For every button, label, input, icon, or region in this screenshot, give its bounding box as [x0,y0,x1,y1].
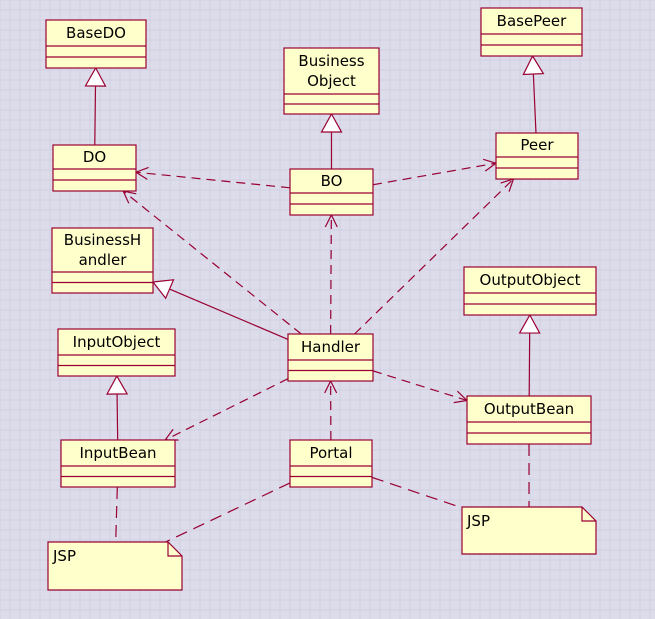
dependency-line-handler-to-do [122,190,302,335]
note-body [461,506,597,555]
class-name-outputobject: OutputObject [480,271,581,289]
dependency-line-handler-to-outputbean [372,370,468,402]
class-name-portal: Portal [309,444,352,462]
class-box-portal [289,439,373,488]
class-box-outputobject [463,266,597,316]
generalization-line-do-to-basedo [94,85,97,146]
generalization-line-handler-to-businesshandler [169,288,289,340]
class-name-inputobject: InputObject [73,333,161,351]
class-name-handler: Handler [301,338,361,356]
class-box-inputobject [57,328,176,377]
class-name-basepeer: BasePeer [497,12,567,30]
class-box-handler [287,333,374,382]
dependency-line-handler-to-inputbean [164,378,289,441]
class-box-basepeer [480,7,583,57]
note-link-inputbean-to-jsp-left [115,486,118,543]
class-basepeer[interactable]: BasePeer [480,7,583,57]
class-name-businessobject-line-2: Object [307,72,356,90]
class-peer[interactable]: Peer [495,132,579,180]
note-fold [167,542,182,557]
class-name-businesshandler-line-2: andler [79,251,128,269]
class-businesshandler[interactable]: BusinessH andler [51,227,154,294]
note-boxes: JSP JSP [47,506,597,591]
note-body [47,541,183,591]
dependency-line-bo-to-peer [372,162,497,186]
note-text-jsp-right: JSP [466,512,490,530]
class-box-peer [495,132,579,180]
generalization-arrowhead-outputobject [518,313,541,334]
class-portal[interactable]: Portal [289,439,373,488]
generalization-arrowhead-inputobject [106,374,129,395]
class-name-basedo: BaseDO [66,24,126,42]
class-inputbean[interactable]: InputBean [60,439,176,488]
note-fold [581,507,596,522]
class-outputobject[interactable]: OutputObject [463,266,597,316]
class-box-bo [289,168,374,216]
class-name-inputbean: InputBean [79,444,156,462]
class-bo[interactable]: BO [289,168,374,216]
note-text-jsp-left: JSP [52,547,76,565]
class-box-basedo [45,19,147,69]
class-handler[interactable]: Handler [287,333,374,382]
class-box-inputbean [60,439,176,488]
class-basedo[interactable]: BaseDO [45,19,147,69]
class-name-businesshandler-line-1: BusinessH [64,231,141,249]
class-inputobject[interactable]: InputObject [57,328,176,377]
class-name-peer: Peer [520,136,554,154]
class-box-businessobject [283,47,380,115]
note-link-portal-to-jsp-right [371,476,463,509]
generalization-line-inputbean-to-inputobject [116,393,119,441]
class-name-do: DO [83,148,106,166]
generalization-line-peer-to-basepeer [532,73,537,134]
class-do[interactable]: DO [52,144,137,192]
dependency-line-handler-to-bo [330,214,332,335]
class-outputbean[interactable]: OutputBean [466,395,592,445]
generalization-arrowhead-basepeer [522,54,545,76]
generalization-arrowhead-businessobject [320,112,343,133]
dependency-arrowhead-do [134,166,149,180]
note-link-portal-to-jsp-left [165,482,291,543]
generalization-arrowhead-businesshandler [151,279,175,300]
class-name-businessobject-line-1: Business [298,52,364,70]
class-name-outputbean: OutputBean [484,400,574,418]
dependency-line-handler-to-peer [354,178,514,335]
generalization-arrowhead-basedo [84,66,107,87]
class-name-bo: BO [321,172,343,190]
note-jsp-right[interactable]: JSP [461,506,597,555]
class-box-do [52,144,137,192]
relationship-lines [84,54,545,543]
note-jsp-left[interactable]: JSP [47,541,183,591]
class-boxes: BaseDOBasePeerBusinessObjectDOBOPeerBusi… [45,7,597,488]
class-box-outputbean [466,395,592,445]
dependency-line-bo-to-do [135,171,291,189]
